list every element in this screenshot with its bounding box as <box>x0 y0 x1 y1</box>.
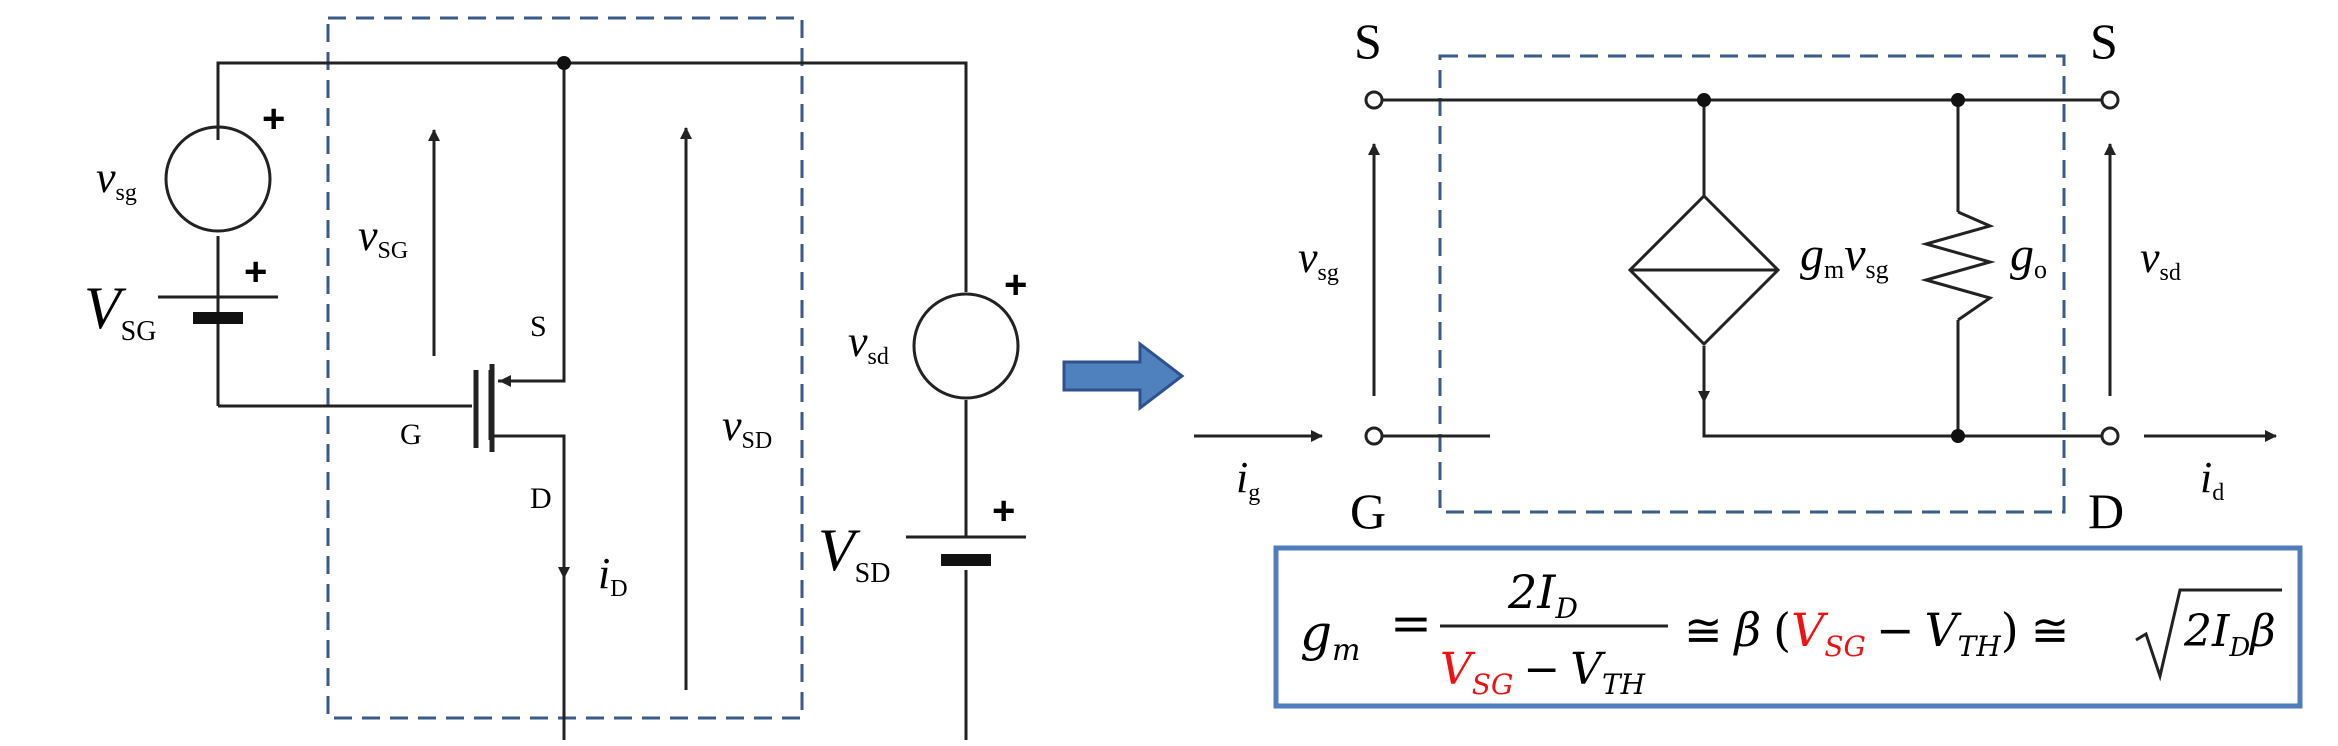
terminal-S-left <box>1364 90 1384 110</box>
label-v-sd-small: vsd <box>848 317 889 370</box>
left-vsd-battery-short-plate <box>941 554 991 566</box>
terminal-S-right <box>2100 90 2120 110</box>
label-drain-D: D <box>530 482 552 515</box>
left-vsg-ac-source <box>164 125 272 233</box>
label-G: G <box>1350 483 1386 539</box>
right-wires <box>1382 98 2110 438</box>
label-g-o: go <box>2010 228 2047 284</box>
formula-denominator: VSG−VTH <box>1440 644 1646 701</box>
label-gate-G: G <box>400 418 422 451</box>
label-gm-vsg: gmvsg <box>1800 228 1889 284</box>
formula-rhs: ≅β(VSG−VTH)≅ <box>1684 603 2069 663</box>
right-bottom-node <box>1951 429 1965 443</box>
label-right-v-sg: vsg <box>1298 233 1339 286</box>
right-top-node-2 <box>1951 93 1965 107</box>
plus-sign-vsg-ac: + <box>262 97 285 141</box>
right-top-node-1 <box>1697 93 1711 107</box>
plus-sign-vsd-dc: + <box>992 489 1015 533</box>
right-arrow-icon <box>1062 340 1185 412</box>
label-v-SG-arrow: vSG <box>358 211 408 264</box>
label-D: D <box>2088 483 2124 539</box>
left-vsg-battery-short-plate <box>193 312 243 324</box>
label-i-d: id <box>2200 453 2224 506</box>
label-v-SD-arrow: vSD <box>722 401 772 454</box>
left-vsd-ac-source <box>912 292 1020 400</box>
terminal-D <box>2100 426 2120 446</box>
label-right-v-sd: vsd <box>2140 233 2181 286</box>
output-conductance-resistor <box>1920 210 1996 322</box>
label-V-SD-large: VSD <box>818 517 890 589</box>
left-circuit: + + + + vsg VSG vSG S G D iD vSD vsd VSD <box>84 16 1027 740</box>
terminal-G <box>1364 426 1384 446</box>
right-circuit: S S G D vsg vsd ig id gmvsg go <box>1194 13 2277 539</box>
label-S-left: S <box>1354 13 1382 69</box>
left-wires <box>216 61 968 740</box>
label-v-sg-small: vsg <box>96 153 137 206</box>
formula-numerator: 2ID <box>1507 565 1578 625</box>
plus-sign-vsd-ac: + <box>1004 263 1027 307</box>
left-top-node <box>557 56 571 70</box>
plus-sign-vsg-dc: + <box>244 250 267 294</box>
label-i-g: ig <box>1236 453 1260 506</box>
label-i-D: iD <box>598 549 628 602</box>
formula-sqrt-sign <box>2135 588 2282 682</box>
formula-lhs: gm <box>1300 604 1360 668</box>
formula-equals: = <box>1390 594 1432 652</box>
label-V-SG-large: VSG <box>84 275 156 347</box>
transconductance-formula: gm = 2ID VSG−VTH ≅β(VSG−VTH)≅ 2IDβ <box>1273 545 2303 709</box>
formula-sqrt-arg: 2IDβ <box>2183 606 2276 663</box>
label-source-S: S <box>530 310 547 343</box>
right-dashed-box <box>1438 54 2066 514</box>
label-S-right: S <box>2090 13 2118 69</box>
dependent-current-source <box>1627 193 1781 347</box>
